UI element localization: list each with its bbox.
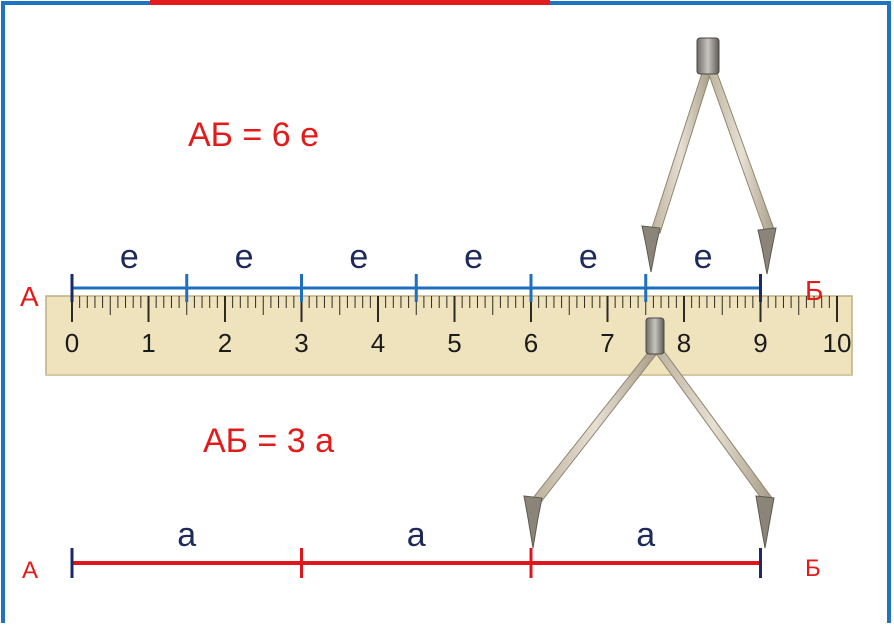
top-label-a: А (20, 281, 39, 312)
ruler-label: 2 (218, 328, 232, 358)
ruler-label: 3 (294, 328, 308, 358)
equation-top: АБ = 6 е (188, 116, 319, 154)
ruler-label: 0 (65, 328, 79, 358)
compass-top-icon (641, 37, 777, 275)
ruler-labels: 0 1 2 3 4 5 6 7 8 9 10 (65, 328, 852, 358)
cropped-title-strip (150, 0, 550, 5)
bottom-label-a: А (22, 557, 38, 584)
ruler-label: 6 (524, 328, 538, 358)
top-segment-unit-label: е (694, 238, 713, 276)
top-segment-unit-label: е (579, 238, 598, 276)
ruler-label: 10 (823, 328, 852, 358)
ruler-label: 5 (447, 328, 461, 358)
bottom-segment-unit-label: а (407, 516, 426, 554)
bottom-segment-unit-label: а (177, 516, 196, 554)
top-segment-unit-label: е (120, 238, 139, 276)
ruler-label: 7 (600, 328, 614, 358)
ruler-label: 8 (677, 328, 691, 358)
bottom-label-b: Б (805, 555, 821, 582)
ruler-label: 9 (753, 328, 767, 358)
equation-bottom: АБ = 3 а (203, 422, 334, 460)
top-segment-unit-label: е (464, 238, 483, 276)
bottom-segment-unit-label: а (636, 516, 655, 554)
top-label-b: Б (805, 275, 823, 306)
ruler-ticks (71, 296, 838, 322)
ruler-label: 4 (371, 328, 385, 358)
top-segment-unit-label: е (235, 238, 254, 276)
ruler-label: 1 (141, 328, 155, 358)
top-segment-unit-label: е (349, 238, 368, 276)
compass-bottom-icon (523, 317, 775, 549)
